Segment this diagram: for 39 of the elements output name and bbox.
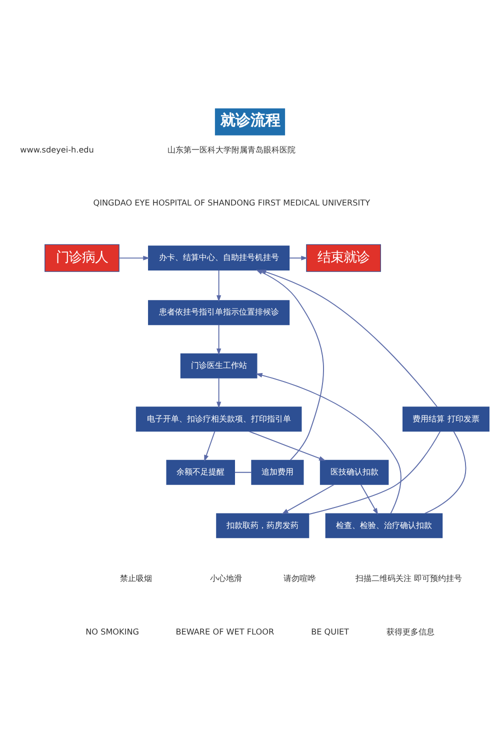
- arrow: [216, 270, 222, 302]
- node-box: 医技确认扣款: [320, 460, 389, 485]
- node-box: 患者依挂号指引单指示位置排候诊: [148, 300, 290, 326]
- label: 山东第一医科大学附属青岛眼科医院: [168, 144, 296, 154]
- node-box: 检查、检验、治疗确认扣款: [325, 513, 443, 538]
- label: BEWARE OF WET FLOOR: [176, 626, 274, 636]
- arrow: [216, 378, 222, 408]
- label: 获得更多信息: [386, 626, 434, 636]
- node-box: 办卡、结算中心、自助挂号机挂号: [148, 246, 290, 271]
- node-box: 门诊病人: [44, 244, 120, 272]
- connector: [234, 472, 252, 473]
- connector: [424, 430, 466, 514]
- arrow: [360, 484, 378, 515]
- node-box: 扣款取药，药房发药: [216, 513, 310, 538]
- node-box: 结束就诊: [306, 244, 381, 272]
- arrow: [282, 484, 334, 514]
- label: www.sdeyei-h.edu: [20, 144, 94, 154]
- arrow: [256, 373, 402, 514]
- diagram-title: 就诊流程: [220, 112, 280, 129]
- label: 小心地滑: [210, 573, 242, 584]
- node-box: 费用结算 打印发票: [402, 406, 490, 432]
- node-box: 追加费用: [251, 460, 304, 485]
- arrow: [256, 270, 324, 461]
- arrow: [260, 270, 438, 408]
- connector: [308, 430, 441, 515]
- arrow: [248, 430, 326, 461]
- label: BE QUIET: [311, 626, 350, 636]
- node-box: 电子开单、扣诊疗相关款项、打印指引单: [136, 406, 302, 432]
- node-box: 门诊医生工作站: [180, 353, 258, 378]
- arrow: [118, 256, 150, 260]
- label: 扫描二维码关注 即可预约挂号: [356, 573, 462, 584]
- label: 禁止吸烟: [120, 573, 152, 584]
- label: NO SMOKING: [86, 626, 140, 636]
- arrow: [288, 256, 308, 260]
- label: 请勿喧哗: [284, 573, 316, 584]
- arrow: [216, 324, 222, 356]
- label: QINGDAO EYE HOSPITAL OF SHANDONG FIRST MEDICAL UNIVERSITY: [93, 198, 370, 208]
- arrow: [204, 430, 216, 462]
- node-box: 余额不足提醒: [166, 460, 235, 485]
